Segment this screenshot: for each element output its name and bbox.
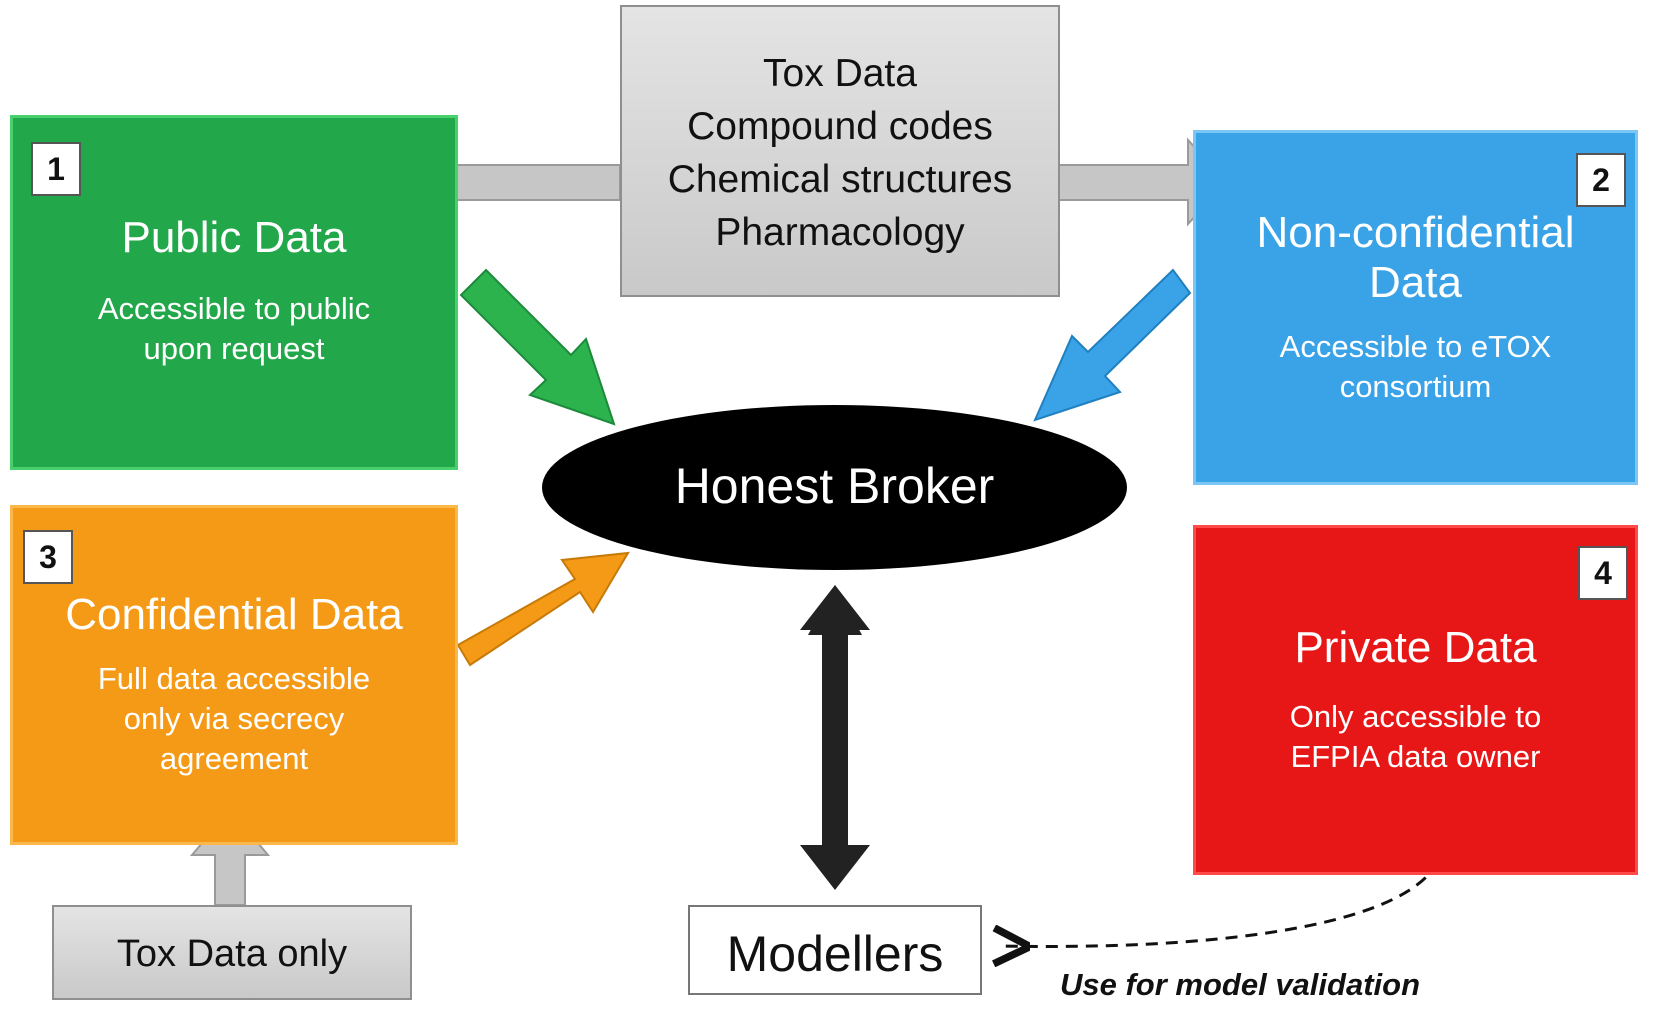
double-arrow-head-up: [800, 585, 870, 630]
public-number-badge: 1: [31, 142, 81, 196]
honest-broker-label: Honest Broker: [674, 458, 995, 514]
conf-sub-1: Full data accessible: [97, 661, 371, 696]
nonconfidential-data-box: 2 Non-confidential Data Accessible to eT…: [1193, 130, 1638, 485]
double-arrow-shaft: [822, 628, 848, 852]
private-number-badge: 4: [1578, 546, 1628, 600]
top-data-box: Tox Data Compound codes Chemical structu…: [620, 5, 1060, 297]
public-data-box: 1 Public Data Accessible to public upon …: [10, 115, 458, 470]
top-line-pharmacology: Pharmacology: [715, 211, 965, 254]
private-title: Private Data: [1294, 623, 1537, 672]
honest-broker-ellipse: Honest Broker: [542, 405, 1127, 570]
conf-sub-3: agreement: [159, 741, 309, 776]
public-title: Public Data: [121, 213, 347, 262]
public-sub-2: upon request: [143, 331, 325, 366]
conf-number-badge: 3: [23, 530, 73, 584]
top-line-chemical-structures: Chemical structures: [667, 158, 1013, 201]
private-sub-2: EFPIA data owner: [1290, 739, 1541, 774]
nonconf-title-1: Non-confidential: [1256, 208, 1575, 257]
nonconf-number-badge: 2: [1576, 153, 1626, 207]
modellers-box: Modellers: [688, 905, 982, 995]
nonconf-sub-2: consortium: [1339, 369, 1492, 404]
conf-title: Confidential Data: [65, 590, 403, 639]
blue-arrow: [1033, 268, 1192, 422]
public-sub-1: Accessible to public: [97, 291, 371, 326]
double-arrow-head-down: [800, 845, 870, 890]
confidential-data-box: 3 Confidential Data Full data accessible…: [10, 505, 458, 845]
nonconf-sub-1: Accessible to eTOX: [1279, 329, 1552, 364]
orange-arrow: [456, 551, 630, 667]
nonconf-title-2: Data: [1369, 258, 1462, 307]
tox-data-only-label: Tox Data only: [116, 933, 348, 975]
private-data-box: 4 Private Data Only accessible to EFPIA …: [1193, 525, 1638, 875]
modellers-label: Modellers: [726, 926, 944, 982]
conf-sub-2: only via secrecy: [123, 701, 345, 736]
validation-note: Use for model validation: [1060, 967, 1421, 1002]
top-line-tox-data: Tox Data: [763, 52, 917, 95]
green-arrow: [459, 268, 616, 426]
top-line-compound-codes: Compound codes: [687, 105, 993, 148]
private-sub-1: Only accessible to: [1289, 699, 1542, 734]
tox-data-only-box: Tox Data only: [52, 905, 412, 1000]
